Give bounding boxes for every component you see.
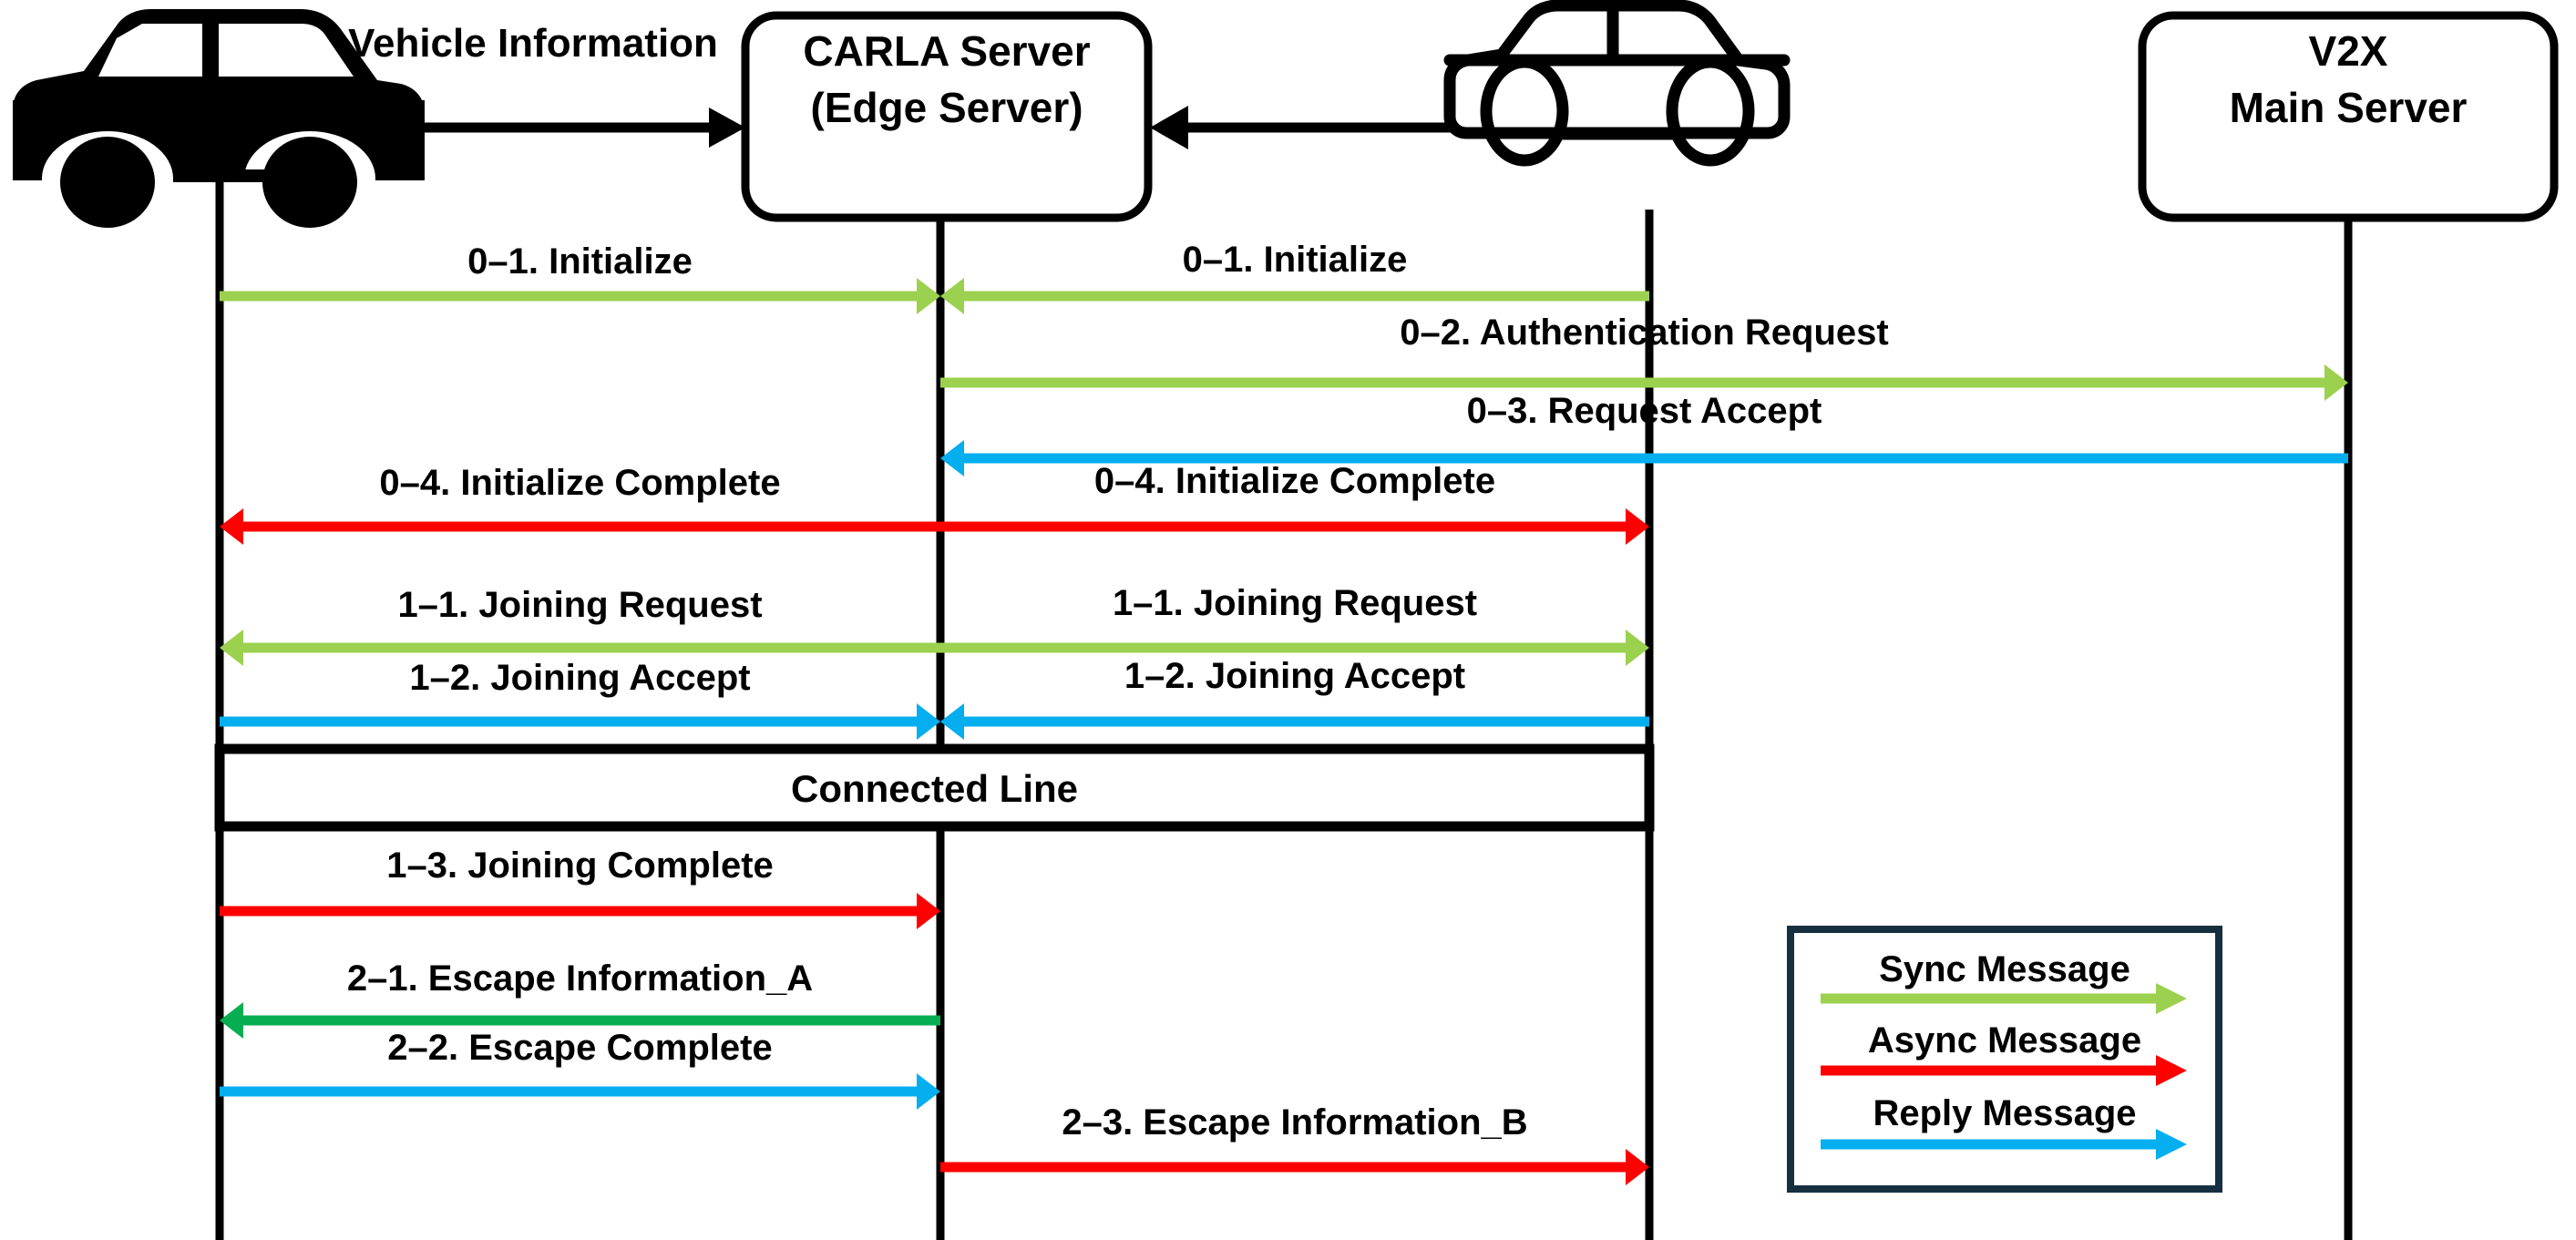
message-label: 2–3. Escape Information_B <box>1062 1102 1527 1143</box>
car-filled-icon <box>13 9 425 228</box>
message-label: 0–1. Initialize <box>1183 240 1408 280</box>
message-label: 0–4. Initialize Complete <box>379 463 780 503</box>
legend-label-sync: Sync Message <box>1879 949 2130 989</box>
message-label: 2–2. Escape Complete <box>387 1028 772 1068</box>
connected-line-label: Connected Line <box>791 767 1078 810</box>
legend-label-async: Async Message <box>1868 1020 2141 1061</box>
message-arrowhead <box>2325 364 2348 401</box>
message-arrowhead <box>1626 630 1649 666</box>
message-label: 0–2. Authentication Request <box>1400 313 1888 353</box>
message-0-1-left: 0–1. Initialize <box>220 241 940 314</box>
message-arrowhead <box>917 893 940 929</box>
message-label: 1–1. Joining Request <box>397 585 762 625</box>
vehicle-information-label: Vehicle Information <box>348 21 718 66</box>
carla-server-box <box>741 11 1153 222</box>
legend-swatch-reply <box>1821 1129 2187 1160</box>
participant-v2x-main-server[interactable]: V2X Main Server <box>2138 11 2559 222</box>
message-arrowhead <box>220 1002 243 1039</box>
message-label: 1–1. Joining Request <box>1113 583 1477 623</box>
message-arrowhead <box>940 278 964 314</box>
v2x-label-line2: Main Server <box>2230 84 2468 131</box>
message-label: 1–2. Joining Accept <box>409 658 750 698</box>
legend-swatch-sync <box>1821 983 2187 1014</box>
participant-carla-server[interactable]: CARLA Server (Edge Server) <box>741 11 1153 222</box>
message-arrowhead <box>940 440 964 477</box>
message-arrowhead <box>917 278 940 314</box>
message-arrowhead <box>220 630 243 666</box>
message-1-1-left: 1–1. Joining Request <box>220 585 940 666</box>
message-1-2-right: 1–2. Joining Accept <box>940 656 1649 740</box>
message-arrowhead <box>220 508 243 545</box>
participant-vehicle-a[interactable] <box>13 9 425 228</box>
message-label: 1–2. Joining Accept <box>1124 656 1465 696</box>
message-arrowhead <box>917 1073 940 1110</box>
message-2-2: 2–2. Escape Complete <box>220 1028 940 1110</box>
car-outline-icon <box>1443 0 1791 167</box>
legend-swatch-async <box>1821 1055 2187 1086</box>
message-0-3: 0–3. Request Accept <box>940 391 2348 477</box>
legend: Sync Message Async Message Reply Message <box>1787 926 2222 1193</box>
message-1-2-left: 1–2. Joining Accept <box>220 658 940 740</box>
message-1-1-right: 1–1. Joining Request <box>940 583 1649 666</box>
carla-server-label-line2: (Edge Server) <box>810 84 1083 131</box>
v2x-label-line1: V2X <box>2309 27 2388 75</box>
arrow-vehicle-information <box>401 108 745 148</box>
v2x-main-server-box <box>2138 11 2559 222</box>
message-arrowhead <box>1626 508 1649 545</box>
message-label: 0–1. Initialize <box>467 241 693 282</box>
message-label: 0–4. Initialize Complete <box>1094 461 1495 501</box>
connected-line-band-rect <box>214 743 1655 832</box>
message-arrowhead <box>917 703 940 740</box>
message-0-2: 0–2. Authentication Request <box>940 313 2348 401</box>
message-arrowhead <box>1626 1149 1649 1185</box>
message-label: 0–3. Request Accept <box>1467 391 1822 431</box>
message-2-3: 2–3. Escape Information_B <box>940 1102 1649 1185</box>
carla-server-label-line1: CARLA Server <box>803 27 1090 75</box>
connected-line-band: Connected Line <box>214 743 1655 832</box>
participant-vehicle-b[interactable] <box>1443 0 1791 167</box>
message-label: 2–1. Escape Information_A <box>347 958 813 999</box>
message-arrowhead <box>940 703 964 740</box>
arrow-vehicle-b-to-carla <box>1150 106 1456 149</box>
legend-label-reply: Reply Message <box>1873 1093 2136 1133</box>
message-arrows-layer: 0–1. Initialize 0–1. Initialize 0–2. Authe… <box>220 240 2348 1185</box>
message-2-1: 2–1. Escape Information_A <box>220 958 940 1039</box>
message-1-3: 1–3. Joining Complete <box>220 845 940 929</box>
message-0-4-right: 0–4. Initialize Complete <box>940 461 1649 545</box>
message-0-4-left: 0–4. Initialize Complete <box>220 463 940 545</box>
message-0-1-right: 0–1. Initialize <box>940 240 1649 314</box>
message-label: 1–3. Joining Complete <box>386 845 774 886</box>
top-messages: Vehicle Information <box>348 21 1456 149</box>
